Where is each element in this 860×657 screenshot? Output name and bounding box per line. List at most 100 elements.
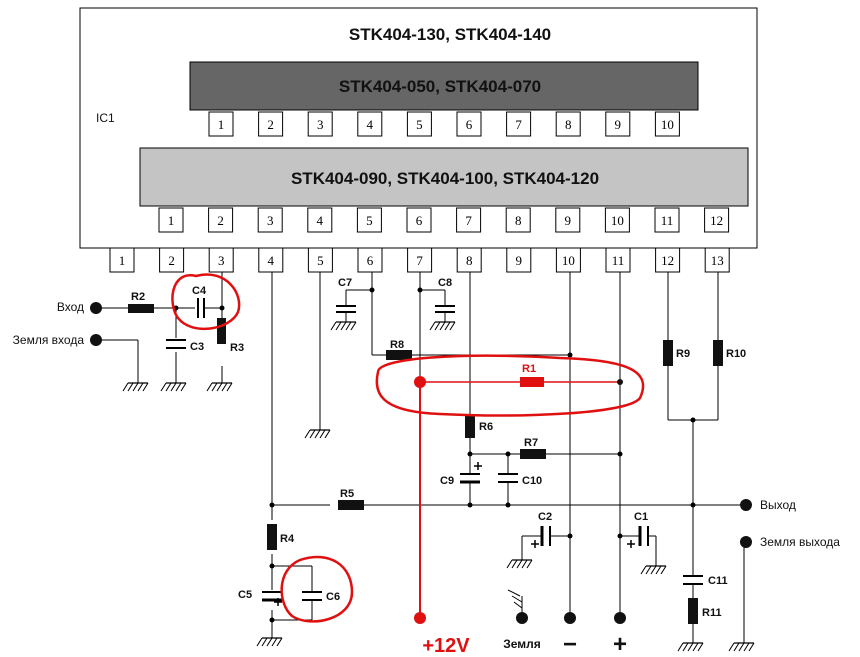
label-c6: C6: [326, 591, 340, 603]
pin-bottom-box-6: [357, 247, 383, 273]
pin-top-label-2: 2: [267, 117, 274, 132]
pin-mid-box-3: [257, 207, 283, 233]
pin-top-label-1: 1: [218, 117, 225, 132]
terminals: [90, 302, 752, 624]
pin-top-box-5: [406, 111, 432, 137]
label-r3: R3: [230, 342, 244, 354]
pin-bottom-label-3: 3: [218, 253, 225, 268]
label-c9: C9: [440, 475, 454, 487]
resistor-r10: [713, 340, 723, 366]
resistor-r9: [663, 340, 673, 366]
component-labels: R2 R3 R4 R5 R6 R7 R8 R1 R9 R10 R11 C4 C3…: [131, 277, 746, 619]
pin-mid-box-10: [604, 207, 630, 233]
pin-bottom-label-1: 1: [119, 253, 126, 268]
resistor-r6: [465, 414, 475, 438]
pin-mid-box-9: [555, 207, 581, 233]
highlight-c6: [280, 555, 354, 623]
highlight-marks: [171, 273, 645, 623]
pin-bottom-box-5: [307, 247, 333, 273]
label-ground: Земля: [503, 637, 541, 651]
pin-top-box-1: [208, 111, 234, 137]
terminal-input[interactable]: [90, 302, 102, 314]
terminal-ground[interactable]: [516, 612, 528, 624]
pin-bottom-box-1: [109, 247, 135, 273]
r1-junction: [617, 379, 623, 385]
pin-mid-box-12: [704, 207, 730, 233]
pin-bottom-label-5: 5: [317, 253, 324, 268]
label-output: Выход: [760, 498, 796, 512]
pin-mid-label-12: 12: [710, 213, 723, 228]
ic-family-top: STK404-050, STK404-070: [339, 77, 541, 96]
pin-mid-label-7: 7: [465, 213, 472, 228]
label-c7: C7: [338, 277, 352, 289]
pin-top-label-8: 8: [565, 117, 572, 132]
pin-mid-box-7: [456, 207, 482, 233]
label-c5: C5: [238, 589, 252, 601]
pin-top-label-5: 5: [416, 117, 423, 132]
pin-top-box-10: [654, 111, 680, 137]
label-minus: −: [563, 631, 577, 657]
ic-top-bar: [189, 61, 699, 111]
pin-mid-label-2: 2: [217, 213, 224, 228]
polarity-marks: [274, 462, 635, 606]
resistor-r5: [338, 500, 364, 510]
label-plus: +: [613, 631, 627, 657]
label-input-ground: Земля входа: [13, 333, 85, 347]
label-r4: R4: [280, 533, 295, 545]
label-r1: R1: [522, 363, 536, 375]
pin-top-label-3: 3: [317, 117, 324, 132]
label-c4: C4: [192, 285, 207, 297]
pin-bottom-box-13: [704, 247, 730, 273]
label-r10: R10: [726, 348, 746, 360]
terminal-supply[interactable]: [414, 612, 426, 624]
ground-terminal-hatch: [507, 589, 523, 614]
resistor-r4: [267, 524, 277, 550]
pin-mid-label-10: 10: [611, 213, 624, 228]
ic-family-mid: STK404-090, STK404-100, STK404-120: [291, 169, 599, 188]
pin-mid-label-8: 8: [515, 213, 522, 228]
label-r11: R11: [702, 607, 722, 619]
resistor-r8: [386, 350, 412, 360]
pin-mid-box-1: [158, 207, 184, 233]
pin-bottom-box-11: [605, 247, 631, 273]
terminal-supply-top[interactable]: [414, 376, 426, 388]
pin-top-box-4: [357, 111, 383, 137]
terminal-output-ground[interactable]: [740, 536, 752, 548]
terminal-input-ground[interactable]: [90, 334, 102, 346]
pin-bottom-box-7: [407, 247, 433, 273]
label-c10: C10: [522, 475, 542, 487]
terminal-labels: Вход Земля входа Выход Земля выхода +12V…: [13, 300, 841, 657]
terminal-output[interactable]: [740, 499, 752, 511]
highlight-c4: [171, 273, 241, 331]
pin-bottom-box-10: [555, 247, 581, 273]
pin-bottom-label-11: 11: [612, 253, 625, 268]
pin-mid-label-9: 9: [565, 213, 572, 228]
terminal-plus[interactable]: [614, 612, 626, 624]
pin-mid-label-6: 6: [416, 213, 423, 228]
pin-mid-label-1: 1: [168, 213, 175, 228]
pin-bottom-box-2: [159, 247, 185, 273]
resistors: [128, 304, 723, 624]
pin-mid-box-5: [356, 207, 382, 233]
pin-bottom-box-3: [208, 247, 234, 273]
pin-bottom-label-6: 6: [367, 253, 374, 268]
pin-bottom-label-4: 4: [268, 253, 275, 268]
pin-mid-label-4: 4: [317, 213, 324, 228]
pin-top-box-6: [456, 111, 482, 137]
ic-label: IC1: [96, 111, 115, 125]
terminal-minus[interactable]: [564, 612, 576, 624]
label-c2: C2: [538, 511, 552, 523]
pin-bottom-box-9: [506, 247, 532, 273]
ic-mid-bar: [139, 147, 749, 207]
label-supply: +12V: [422, 635, 470, 657]
label-c8: C8: [438, 277, 452, 289]
pin-top-label-10: 10: [661, 117, 674, 132]
pin-bottom-label-13: 13: [711, 253, 724, 268]
resistor-r1: [520, 377, 544, 387]
pin-bottom-box-4: [258, 247, 284, 273]
pin-bottom-label-2: 2: [168, 253, 175, 268]
label-r8: R8: [390, 339, 404, 351]
